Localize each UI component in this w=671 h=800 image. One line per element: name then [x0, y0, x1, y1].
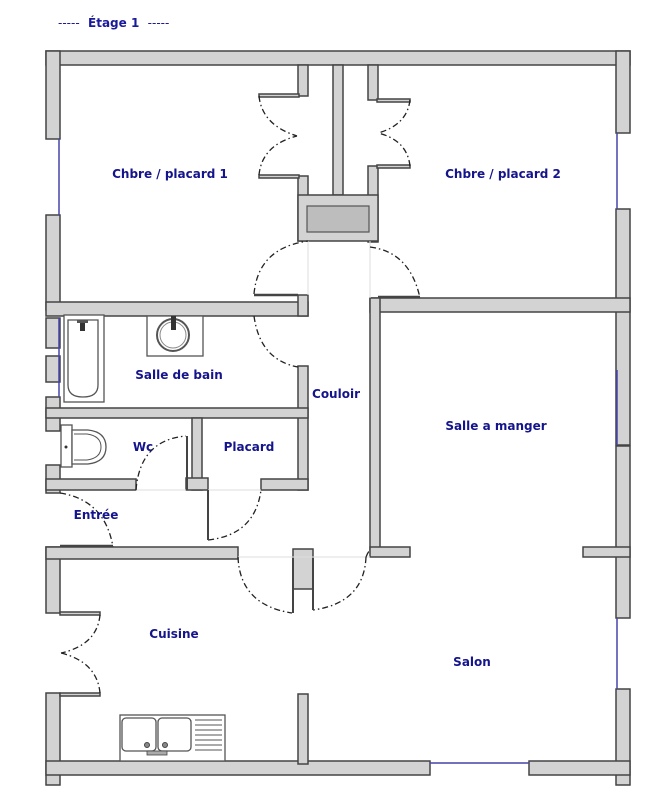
room-label-chambre2: Chbre / placard 2	[445, 167, 561, 181]
fixtures	[60, 314, 226, 762]
bathtub-icon	[63, 314, 105, 403]
title-dash-right: -----	[147, 16, 170, 30]
interior-walls	[45, 64, 631, 765]
sink-icon	[146, 315, 204, 357]
room-label-couloir: Couloir	[312, 387, 360, 401]
title-dash-left: -----	[58, 16, 80, 30]
room-label-placard: Placard	[223, 440, 275, 454]
thresholds	[136, 241, 371, 558]
room-label-salle-de-bain: Salle de bain	[135, 368, 223, 382]
room-label-wc: Wc	[132, 440, 154, 454]
toilet-icon	[60, 424, 107, 468]
room-label-chambre1: Chbre / placard 1	[112, 167, 228, 181]
kitchen-sink-icon	[119, 714, 226, 762]
room-label-salle-a-manger: Salle a manger	[445, 419, 547, 433]
room-label-salon: Salon	[453, 655, 491, 669]
doors	[59, 95, 421, 694]
floor-title: ----- Étage 1 -----	[58, 16, 169, 30]
room-label-cuisine: Cuisine	[149, 627, 199, 641]
exterior-walls	[45, 50, 631, 786]
floor-name: Étage 1	[88, 16, 140, 30]
room-label-entree: Entrée	[73, 508, 119, 522]
windows	[58, 133, 618, 764]
